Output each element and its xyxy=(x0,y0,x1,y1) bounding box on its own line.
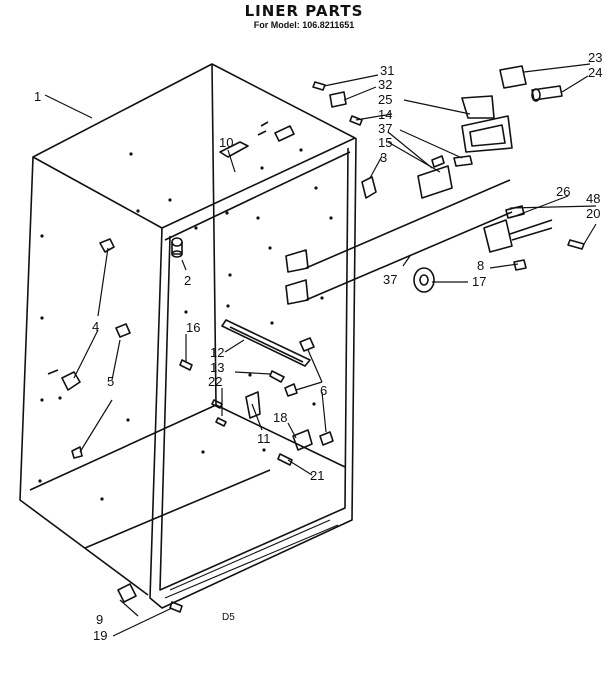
mounting-holes xyxy=(38,148,333,501)
liner-front-flange-outer xyxy=(149,137,357,609)
leader-lines xyxy=(44,63,597,637)
liner-body xyxy=(19,63,357,609)
callout-22: 22 xyxy=(208,374,222,389)
model-number: For Model: 106.8211651 xyxy=(253,20,355,30)
callout-24: 24 xyxy=(588,65,602,80)
callout-4: 4 xyxy=(92,319,99,334)
liner-bottom-trim xyxy=(169,519,331,591)
part-control-26-48 xyxy=(285,179,585,305)
part-clip-5 xyxy=(71,323,131,459)
callout-14: 14 xyxy=(378,107,392,122)
callout-31: 31 xyxy=(380,63,394,78)
part-roller-9 xyxy=(117,583,137,603)
callout-11: 11 xyxy=(257,431,271,446)
callout-8: 8 xyxy=(477,258,484,273)
liner-back-floor-edge xyxy=(29,404,217,491)
callout-37-top: 37 xyxy=(378,121,392,136)
callout-17: 17 xyxy=(472,274,486,289)
callout-2: 2 xyxy=(184,273,191,288)
part-screw-13 xyxy=(269,370,285,383)
part-screw-16 xyxy=(179,359,193,371)
liner-back-wall xyxy=(211,63,217,406)
callout-23: 23 xyxy=(588,50,602,65)
part-housing-25 xyxy=(461,95,513,153)
part-cover-15 xyxy=(417,155,473,199)
callout-15: 15 xyxy=(378,135,392,150)
part-screw-19 xyxy=(169,601,183,613)
part-bracket-11 xyxy=(245,391,261,419)
part-plug-2 xyxy=(171,237,183,258)
part-screw-21 xyxy=(277,453,293,466)
callout-9: 9 xyxy=(96,612,103,627)
callout-20: 20 xyxy=(586,206,600,221)
callout-3: 3 xyxy=(380,150,387,165)
callout-26: 26 xyxy=(556,184,570,199)
callout-6: 6 xyxy=(320,383,327,398)
callout-25: 25 xyxy=(378,92,392,107)
part-knob-23-24 xyxy=(499,65,563,102)
liner-floor-right xyxy=(215,404,346,468)
drawing-code: D5 xyxy=(222,612,235,623)
callout-12: 12 xyxy=(210,345,224,360)
part-rail-12 xyxy=(221,319,311,367)
part-cam-18 xyxy=(292,429,313,451)
callout-5: 5 xyxy=(107,374,114,389)
liner-top-front-edge xyxy=(164,151,351,241)
part-hinge-3 xyxy=(361,176,377,199)
diagram-title: LINER PARTS xyxy=(244,2,364,20)
callout-21: 21 xyxy=(310,468,324,483)
liner-left-wall xyxy=(19,156,149,596)
callout-32: 32 xyxy=(378,77,392,92)
callout-37-bottom: 37 xyxy=(383,272,397,287)
liner-floor-front xyxy=(84,469,271,549)
liner-top-face xyxy=(32,63,356,229)
callout-19: 19 xyxy=(93,628,107,643)
callout-13: 13 xyxy=(210,360,224,375)
callout-labels: 1 10 2 4 5 16 12 13 22 6 18 11 21 9 19 3… xyxy=(34,50,602,643)
callout-18: 18 xyxy=(273,410,287,425)
part-screw-22 xyxy=(211,399,227,427)
part-dial-17 xyxy=(413,267,435,293)
liner-front-flange-inner xyxy=(159,147,349,591)
callout-16: 16 xyxy=(186,320,200,335)
callout-1: 1 xyxy=(34,89,41,104)
callout-48: 48 xyxy=(586,191,600,206)
part-clip-4 xyxy=(47,238,115,391)
part-screws-31-32 xyxy=(312,81,363,126)
part-bracket-10 xyxy=(219,121,295,158)
callout-10: 10 xyxy=(219,135,233,150)
part-nut-6 xyxy=(284,337,334,446)
liner-bottom-trim-2 xyxy=(164,524,339,599)
part-screw-8 xyxy=(513,259,527,271)
